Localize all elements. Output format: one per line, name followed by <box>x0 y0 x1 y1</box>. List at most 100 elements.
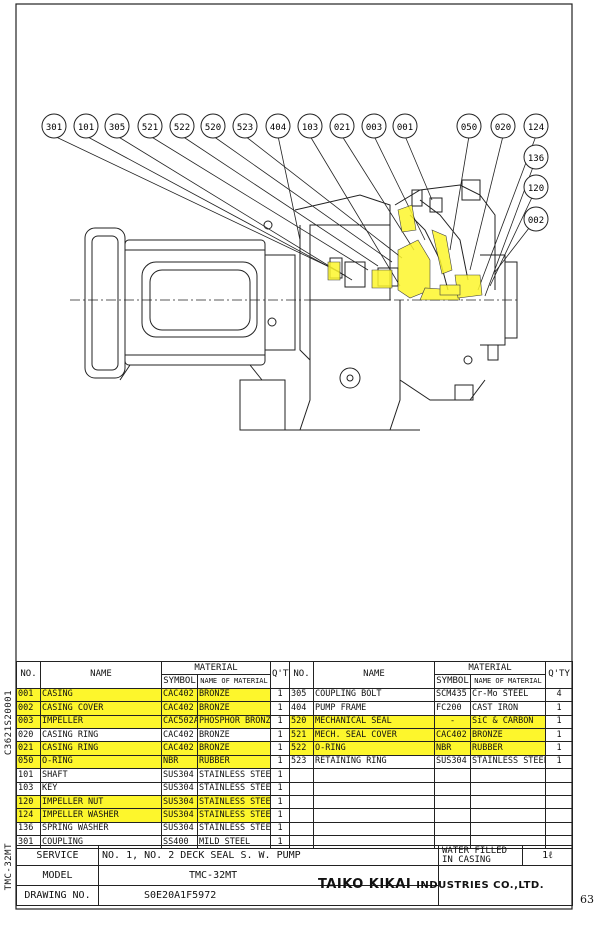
cell-symbol: NBR <box>161 754 198 770</box>
cell-material: BRONZE <box>470 727 547 743</box>
callout-020: 020 <box>490 113 516 139</box>
water-filled-value: 1ℓ <box>522 845 573 866</box>
cell-qty: 1 <box>270 687 291 703</box>
model-label: MODEL <box>16 865 99 886</box>
callout-101: 101 <box>73 113 99 139</box>
cell-symbol: CAC402 <box>161 701 198 716</box>
cell-qty <box>545 794 574 810</box>
cell-symbol: - <box>434 714 472 729</box>
parts-table: NO. NAME MATERIAL Q'TY NO. NAME MATERIAL… <box>16 660 574 850</box>
cell-name <box>313 794 436 810</box>
service-value: NO. 1, NO. 2 DECK SEAL S. W. PUMP <box>98 845 439 866</box>
cell-symbol: SUS304 <box>161 768 198 783</box>
callout-label: 050 <box>461 123 477 133</box>
header-name: NAME <box>40 661 162 689</box>
callout-label: 101 <box>78 123 94 133</box>
cell-name: O-RING <box>313 741 436 756</box>
company-name: TAIKO KIKAI INDUSTRIES CO.,LTD. <box>290 877 572 892</box>
cell-qty: 4 <box>545 687 574 703</box>
cell-no: 002 <box>16 701 41 716</box>
page-number: 63 <box>580 893 594 906</box>
cell-material: STAINLESS STEEL <box>196 768 272 783</box>
header-no: NO. <box>16 661 41 689</box>
cell-qty: 1 <box>270 701 291 716</box>
callout-label: 520 <box>205 123 221 133</box>
cell-qty: 1 <box>270 727 291 743</box>
header-name-of-material: NAME OF MATERIAL <box>470 674 547 689</box>
cell-qty <box>545 821 574 837</box>
cell-symbol: SUS304 <box>161 821 198 837</box>
callouts: 301 101 305 521 522 520 523 404 103 021 … <box>41 113 549 232</box>
header-material: MATERIAL <box>434 660 547 676</box>
header-symbol: SYMBOL <box>161 674 198 689</box>
callout-301: 301 <box>41 113 67 139</box>
cell-symbol: CAC502A <box>161 714 198 729</box>
callout-label: 001 <box>397 123 413 133</box>
cell-name <box>313 821 436 837</box>
cell-no: 305 <box>289 687 315 703</box>
cell-material: BRONZE <box>196 727 272 743</box>
cell-material: STAINLESS STEEL <box>196 808 272 823</box>
header-name: NAME <box>313 661 436 689</box>
cell-no <box>289 808 315 823</box>
water-filled-label: WATER FILLED IN CASING <box>438 845 523 866</box>
cell-symbol <box>434 794 472 810</box>
cell-name: COUPLING BOLT <box>313 687 436 703</box>
callout-label: 521 <box>142 123 158 133</box>
cell-name: SPRING WASHER <box>40 821 162 837</box>
header-qty: Q'TY <box>270 661 291 689</box>
cell-name <box>313 808 436 823</box>
callout-label: 120 <box>528 184 544 194</box>
cell-no: 136 <box>16 821 41 837</box>
cell-name: KEY <box>40 781 162 796</box>
cell-name: IMPELLER NUT <box>40 794 162 810</box>
cell-qty <box>545 808 574 823</box>
cell-symbol: CAC402 <box>161 741 198 756</box>
cell-material <box>470 821 547 837</box>
callout-label: 002 <box>528 216 544 226</box>
cell-qty: 1 <box>545 701 574 716</box>
cell-material: BRONZE <box>196 741 272 756</box>
cell-no <box>289 821 315 837</box>
cell-symbol: CAC402 <box>434 727 472 743</box>
callout-label: 522 <box>174 123 190 133</box>
callout-label: 404 <box>270 123 286 133</box>
callout-021: 021 <box>329 113 355 139</box>
cell-no: 120 <box>16 794 41 810</box>
sheet-border <box>15 3 573 910</box>
header-no: NO. <box>289 661 315 689</box>
highlighted-parts <box>327 204 483 301</box>
cell-symbol: SUS304 <box>161 794 198 810</box>
cell-name: CASING COVER <box>40 701 162 716</box>
drawing-no-value: S0E20A1F5972 <box>98 885 439 906</box>
cell-material: STAINLESS STEEL <box>196 821 272 837</box>
cell-qty <box>545 768 574 783</box>
callout-label: 305 <box>109 123 125 133</box>
header-symbol: SYMBOL <box>434 674 472 689</box>
cell-name: MECHANICAL SEAL <box>313 714 436 729</box>
callout-305: 305 <box>104 113 130 139</box>
side-doc-code: C3621S20001 <box>4 690 14 756</box>
cell-material: RUBBER <box>196 754 272 770</box>
service-label: SERVICE <box>16 845 99 866</box>
callout-521: 521 <box>137 113 163 139</box>
cell-no: 520 <box>289 714 315 729</box>
cell-qty: 1 <box>545 754 574 770</box>
cell-qty: 1 <box>270 741 291 756</box>
callout-124: 124 <box>523 113 549 139</box>
cell-qty: 1 <box>545 741 574 756</box>
cell-name: SHAFT <box>40 768 162 783</box>
cell-symbol: SUS304 <box>161 808 198 823</box>
callout-120: 120 <box>523 174 549 200</box>
cell-symbol: SUS304 <box>161 781 198 796</box>
cell-name: MECH. SEAL COVER <box>313 727 436 743</box>
cell-symbol: SCM435 <box>434 687 472 703</box>
callout-label: 020 <box>495 123 511 133</box>
